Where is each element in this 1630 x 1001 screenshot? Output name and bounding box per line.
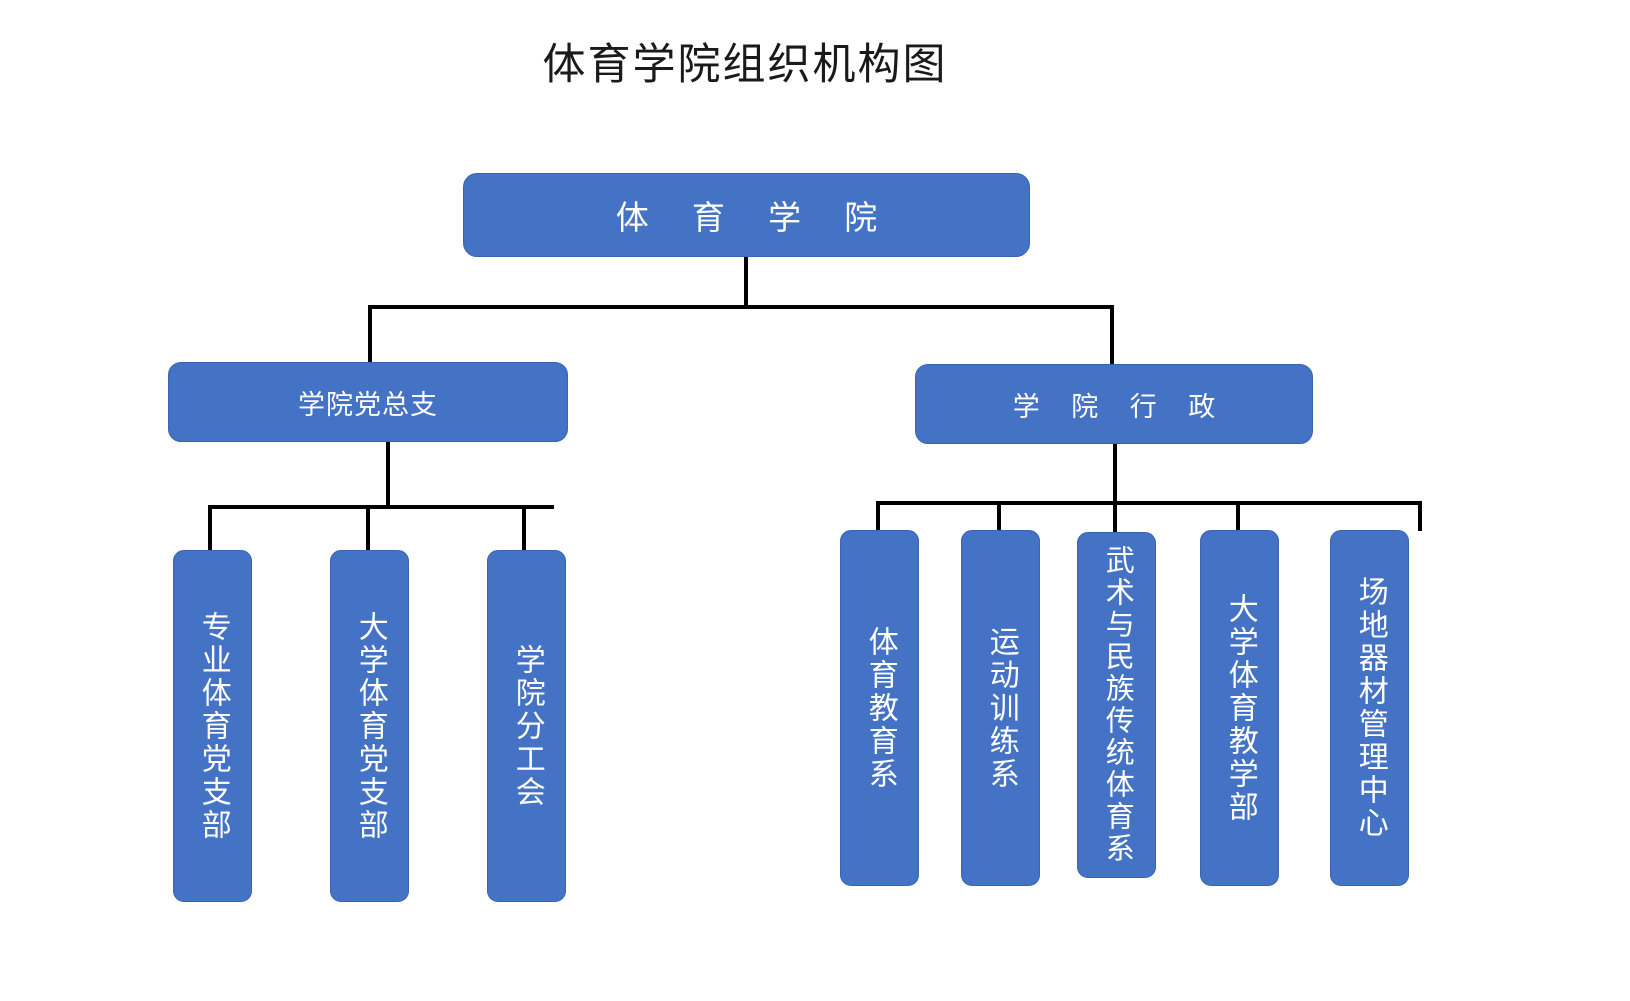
node-party-label: 学院党总支 [298,389,438,420]
connector-root-bus [368,305,1114,309]
connector-admin-to-child-5 [1418,501,1422,531]
node-root-label: 体 育 学 院 [615,199,895,236]
connector-root-stem [744,256,748,309]
node-admin-child-2-label: 运动训练系 [984,625,1018,791]
node-root-college[interactable]: 体 育 学 院 [463,173,1030,257]
connector-party-to-child-2 [366,505,370,551]
connector-admin-to-child-1 [876,501,880,531]
node-admin-child-3[interactable]: 武术与民族传统体育系 [1077,532,1156,878]
node-party-child-2-label: 大学体育党支部 [353,610,387,842]
page-title: 体育学院组织机构图 [542,40,948,90]
node-party-child-3[interactable]: 学院分工会 [487,550,566,902]
node-admin-child-4-label: 大学体育教学部 [1223,592,1257,824]
node-admin-child-1[interactable]: 体育教育系 [840,530,919,886]
node-admin-child-5-label: 场地器材管理中心 [1353,576,1387,840]
connector-party-to-child-3 [522,505,526,551]
connector-party-stem [386,441,390,507]
node-party-branch[interactable]: 学院党总支 [168,362,568,442]
connector-admin-stem [1113,443,1117,505]
connector-admin-to-child-3 [1113,501,1117,553]
node-admin-child-2[interactable]: 运动训练系 [961,530,1040,886]
connector-admin-bus [876,501,1422,505]
node-admin-child-3-label: 武术与民族传统体育系 [1101,545,1134,865]
connector-root-to-party [368,305,372,363]
connector-admin-to-child-2 [997,501,1001,531]
node-admin-child-5[interactable]: 场地器材管理中心 [1330,530,1409,886]
node-admin-branch[interactable]: 学 院 行 政 [915,364,1313,444]
node-party-child-1[interactable]: 专业体育党支部 [173,550,252,902]
connector-root-to-admin [1110,305,1114,365]
node-admin-child-4[interactable]: 大学体育教学部 [1200,530,1279,886]
connector-admin-to-child-4 [1236,501,1240,531]
node-admin-child-1-label: 体育教育系 [863,625,897,791]
node-party-child-3-label: 学院分工会 [510,643,544,809]
connector-party-to-child-1 [208,505,212,551]
node-admin-label: 学 院 行 政 [1012,391,1228,422]
connector-party-bus [208,505,554,509]
node-party-child-2[interactable]: 大学体育党支部 [330,550,409,902]
node-party-child-1-label: 专业体育党支部 [196,610,230,842]
